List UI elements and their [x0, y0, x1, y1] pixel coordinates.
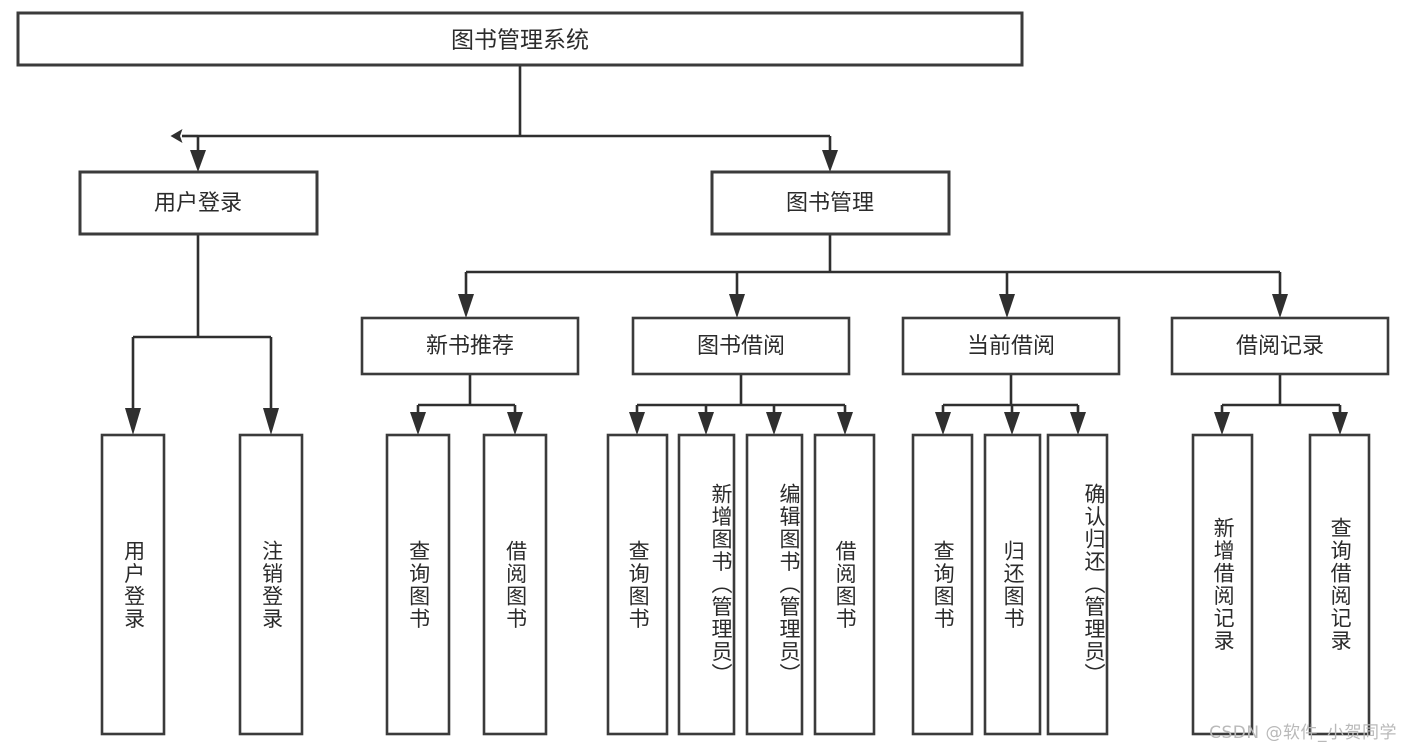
arrow-leaf-confirm-return: [1070, 412, 1086, 435]
leaf-add-book-box[interactable]: [677, 433, 736, 736]
node-borrow-record[interactable]: 借阅记录: [1170, 316, 1390, 376]
arrow-leaf-add-record: [1214, 412, 1230, 435]
node-root[interactable]: 图书管理系统: [16, 11, 1024, 67]
leaf-query-book-3-box[interactable]: [911, 433, 974, 736]
arrow-leaf-user-login: [125, 408, 141, 435]
arrow-leaf-query-record: [1332, 412, 1348, 435]
leaf-borrow-book-2-box[interactable]: [813, 433, 876, 736]
leaf-query-book-2-box[interactable]: [606, 433, 669, 736]
arrow-leaf-query-book-1: [410, 412, 426, 435]
leaf-boxes-group: [100, 433, 1371, 736]
node-current-borrow[interactable]: 当前借阅: [901, 316, 1121, 376]
arrow-leaf-query-book-3: [935, 412, 951, 435]
node-borrow-record-label: 借阅记录: [1236, 334, 1324, 359]
leaf-add-record-box[interactable]: [1191, 433, 1254, 736]
leaf-borrow-book-1-box[interactable]: [482, 433, 548, 736]
arrow-book-manage: [822, 150, 838, 172]
node-current-borrow-label: 当前借阅: [967, 334, 1055, 359]
node-book-manage[interactable]: 图书管理: [710, 170, 951, 236]
node-root-label: 图书管理系统: [451, 28, 589, 54]
arrow-leaf-return-book: [1004, 412, 1020, 435]
arrow-borrow-record: [1272, 294, 1288, 318]
edges-group: [125, 65, 1348, 435]
arrow-book-borrow: [729, 294, 745, 318]
arrow-leaf-user-logout: [263, 408, 279, 435]
node-book-manage-box[interactable]: [710, 170, 951, 236]
node-root-box[interactable]: [16, 11, 1024, 67]
node-user-login[interactable]: 用户登录: [78, 170, 319, 236]
arrow-new-book-rec: [458, 294, 474, 318]
node-book-borrow-label: 图书借阅: [697, 334, 785, 359]
node-new-book-rec-box[interactable]: [360, 316, 580, 376]
leaf-edit-book-box[interactable]: [745, 433, 804, 736]
leaf-user-logout-box[interactable]: [238, 433, 304, 736]
node-user-login-box[interactable]: [78, 170, 319, 236]
watermark-text: CSDN @软件_小贺同学: [1209, 723, 1397, 743]
node-book-borrow-box[interactable]: [631, 316, 851, 376]
node-borrow-record-box[interactable]: [1170, 316, 1390, 376]
node-user-login-label: 用户登录: [154, 191, 242, 216]
arrow-leaf-borrow-book-2: [837, 412, 853, 435]
arrow-leaf-add-book: [698, 412, 714, 435]
leaf-query-record-box[interactable]: [1308, 433, 1371, 736]
leaf-confirm-return-box[interactable]: [1046, 433, 1109, 736]
arrow-leaf-edit-book: [766, 412, 782, 435]
arrow-leaf-borrow-book-1: [507, 412, 523, 435]
node-new-book-rec[interactable]: 新书推荐: [360, 316, 580, 376]
leaf-user-login-box[interactable]: [100, 433, 166, 736]
arrow-current-borrow: [999, 294, 1015, 318]
arrow-leaf-query-book-2: [629, 412, 645, 435]
leaf-query-book-1-box[interactable]: [385, 433, 451, 736]
node-current-borrow-box[interactable]: [901, 316, 1121, 376]
node-book-manage-label: 图书管理: [786, 191, 874, 216]
node-book-borrow[interactable]: 图书借阅: [631, 316, 851, 376]
node-new-book-rec-label: 新书推荐: [426, 334, 514, 359]
arrow-user-login: [190, 150, 206, 172]
leaf-return-book-box[interactable]: [983, 433, 1042, 736]
